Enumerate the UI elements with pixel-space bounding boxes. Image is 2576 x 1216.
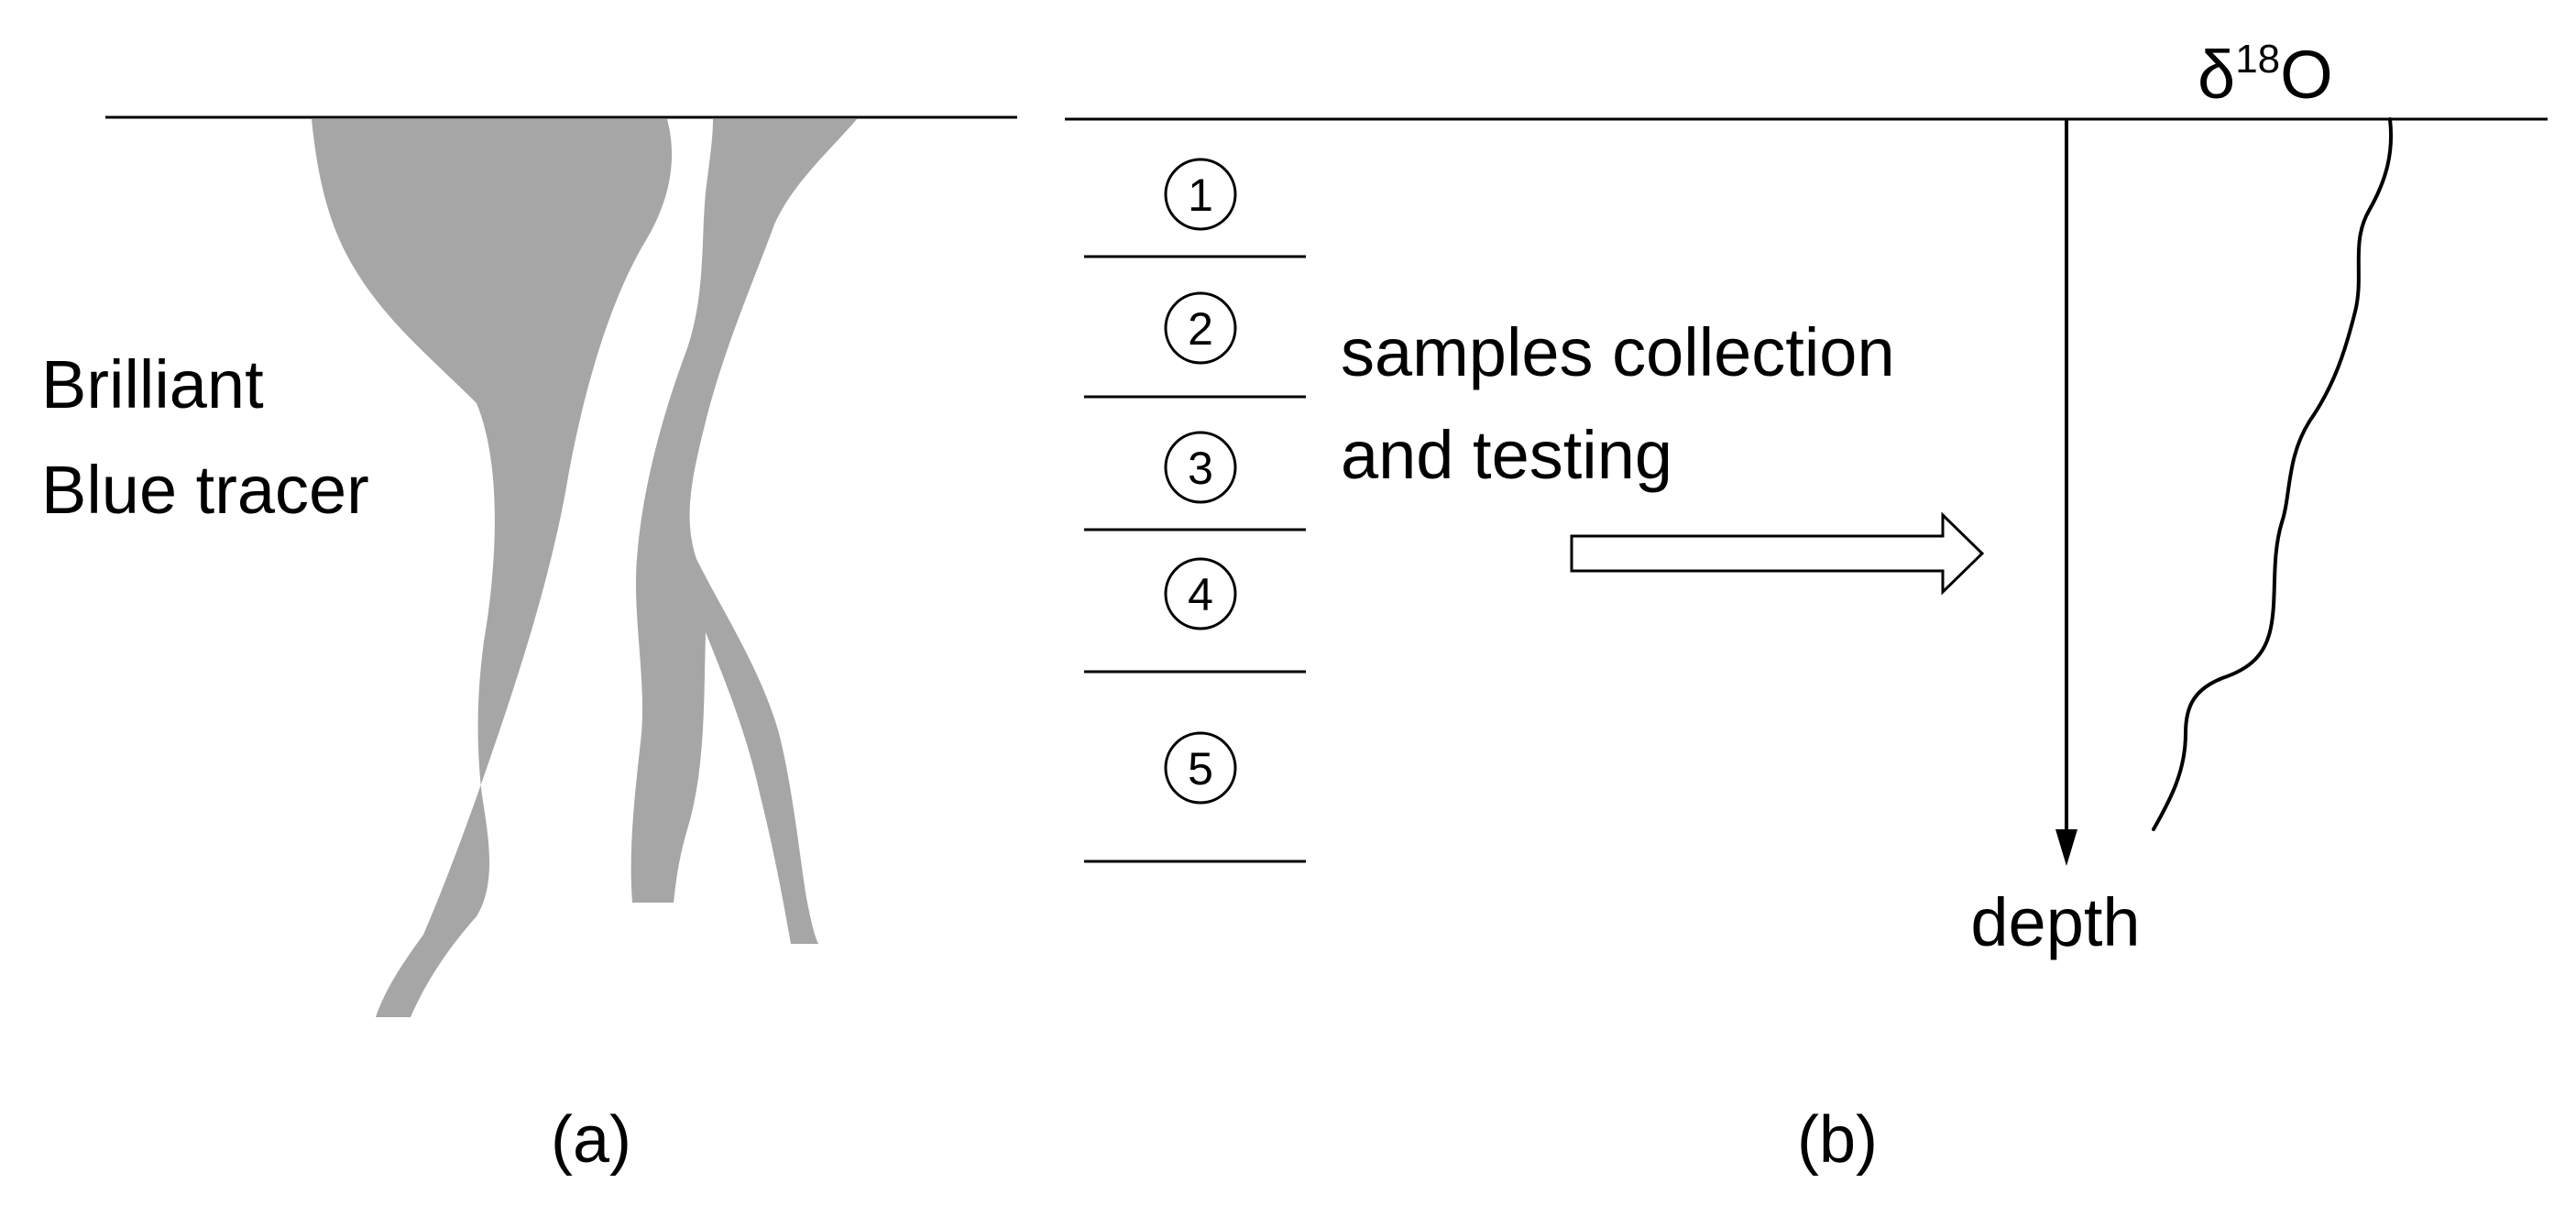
isotope-axis-superscript: 18 <box>2235 37 2280 82</box>
process-arrow-icon <box>1570 511 1985 596</box>
depth-axis-arrowhead-icon <box>2055 829 2077 866</box>
layer-number-circle <box>1164 431 1237 504</box>
depth-axis-label: depth <box>1970 884 2140 960</box>
isotope-axis-element: O <box>2280 37 2333 113</box>
isotope-axis-symbol: δ <box>2198 37 2235 113</box>
tracer-label-line2: Blue tracer <box>41 452 369 528</box>
dye-stain-main-plume <box>312 119 673 1017</box>
layer-number-circle <box>1164 731 1237 805</box>
layer-number-text: 3 <box>1188 443 1213 494</box>
layer-number-2: 2 <box>1164 291 1237 365</box>
panel-b: 1 2 3 4 5 samples collection and testing <box>1065 37 2548 1177</box>
layer-number-text: 4 <box>1188 569 1213 620</box>
layer-number-5: 5 <box>1164 731 1237 805</box>
process-label-line2: and testing <box>1341 417 1672 493</box>
layer-number-circle <box>1164 557 1237 630</box>
layer-number-1: 1 <box>1164 158 1237 231</box>
layer-number-3: 3 <box>1164 431 1237 504</box>
layer-number-circle <box>1164 291 1237 365</box>
layer-number-text: 1 <box>1188 170 1213 221</box>
tracer-label-line1: Brilliant <box>41 346 264 422</box>
dye-stain-branching-channel <box>630 119 857 944</box>
layer-number-text: 2 <box>1188 303 1213 355</box>
panel-a: Brilliant Blue tracer (a) <box>41 115 1017 1177</box>
layer-number-text: 5 <box>1188 743 1213 794</box>
panel-a-caption: (a) <box>551 1103 631 1177</box>
process-label-line1: samples collection <box>1341 314 1895 390</box>
layer-number-4: 4 <box>1164 557 1237 630</box>
layer-number-circle <box>1164 158 1237 231</box>
isotope-profile-curve <box>2152 117 2394 831</box>
panel-b-caption: (b) <box>1797 1103 1878 1177</box>
isotope-axis-label: δ18O <box>2198 37 2333 113</box>
sample-layer-boundaries <box>1084 255 1306 863</box>
